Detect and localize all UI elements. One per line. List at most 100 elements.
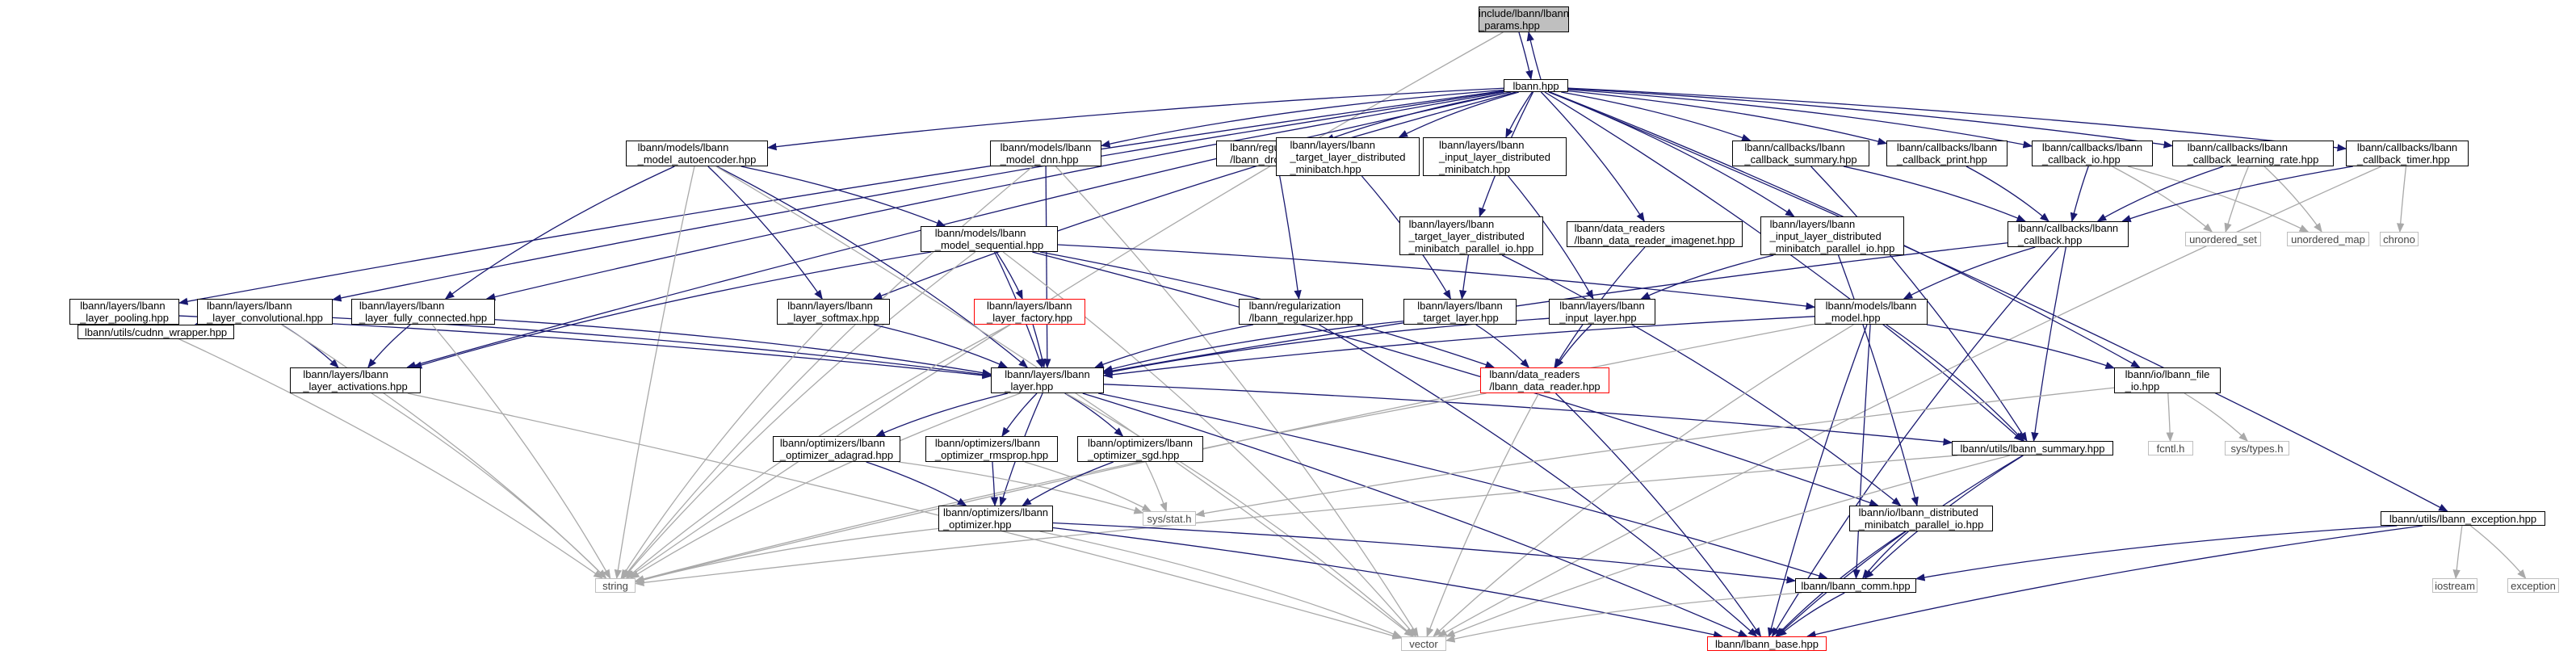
- node-activations[interactable]: lbann/layers/lbann _layer_activations.hp…: [290, 367, 421, 393]
- node-cb-timer[interactable]: lbann/callbacks/lbann _callback_timer.hp…: [2346, 141, 2469, 166]
- edge-lbann-to-cb-print: [1567, 90, 1888, 145]
- edge-optimizer-to-vector: [1039, 531, 1403, 638]
- edge-activations-to-string: [371, 392, 607, 579]
- node-input-layer[interactable]: lbann/layers/lbann _input_layer.hpp: [1549, 299, 1655, 325]
- edge-input-layer-to-data-reader: [1554, 324, 1592, 368]
- edge-model-to-utils-summary: [1886, 324, 2025, 442]
- edge-exception-to-iostream: [2452, 525, 2463, 580]
- node-file-io[interactable]: lbann/io/lbann_file _io.hpp: [2114, 367, 2221, 393]
- node-label: lbann/callbacks/lbann _callback_summary.…: [1744, 141, 1857, 166]
- node-sequential[interactable]: lbann/models/lbann _model_sequential.hpp: [921, 226, 1058, 252]
- node-comm[interactable]: lbann/lbann_comm.hpp: [1795, 578, 1916, 593]
- node-target-dist-mb-pio[interactable]: lbann/layers/lbann _target_layer_distrib…: [1399, 216, 1543, 255]
- node-regularizer[interactable]: lbann/regularization /lbann_regularizer.…: [1239, 299, 1363, 325]
- edge-cb-io-to-unordered-map: [2127, 166, 2310, 233]
- node-label: lbann/layers/lbann _input_layer.hpp: [1559, 300, 1645, 324]
- edge-input-dist-mb-pio-to-dist-mb-pio: [1837, 254, 1919, 507]
- edge-lbann-to-utils-summary: [1544, 91, 2024, 442]
- node-dist-mb-pio[interactable]: lbann/io/lbann_distributed _minibatch_pa…: [1849, 506, 1993, 531]
- node-label: lbann/layers/lbann _layer_softmax.hpp: [787, 300, 879, 324]
- edge-sgd-to-optimizer: [1022, 461, 1114, 506]
- edge-lbann-to-cb-summary: [1561, 91, 1752, 141]
- node-adagrad[interactable]: lbann/optimizers/lbann _optimizer_adagra…: [773, 436, 900, 462]
- edge-sgd-to-sys-stat: [1145, 461, 1168, 513]
- edge-callback-to-layer: [1102, 242, 2008, 375]
- node-convolutional[interactable]: lbann/layers/lbann _layer_convolutional.…: [197, 299, 333, 325]
- node-layer-factory[interactable]: lbann/layers/lbann _layer_factory.hpp: [974, 299, 1085, 325]
- edge-target-dist-mb-pio-to-target-layer: [1459, 254, 1470, 300]
- node-cb-summary[interactable]: lbann/callbacks/lbann _callback_summary.…: [1732, 141, 1869, 166]
- node-callback[interactable]: lbann/callbacks/lbann _callback.hpp: [2008, 221, 2129, 247]
- edge-optimizer-to-comm: [1052, 522, 1797, 584]
- node-string: string: [595, 578, 636, 593]
- edge-softmax-to-layer: [873, 324, 1009, 368]
- edge-layer-factory-to-layer: [1032, 324, 1047, 369]
- node-softmax[interactable]: lbann/layers/lbann _layer_softmax.hpp: [777, 299, 890, 325]
- edge-autoencoder-to-sequential: [740, 166, 946, 227]
- edge-exception-to-base: [1806, 525, 2423, 639]
- node-cudnn[interactable]: lbann/utils/cudnn_wrapper.hpp: [78, 325, 234, 339]
- edge-layer-to-rmsprop: [1001, 392, 1038, 437]
- node-label: lbann/layers/lbann _target_layer_distrib…: [1408, 217, 1534, 254]
- node-sgd[interactable]: lbann/optimizers/lbann _optimizer_sgd.hp…: [1077, 436, 1203, 462]
- node-params[interactable]: include/lbann/lbann _params.hpp: [1479, 6, 1569, 32]
- node-layer[interactable]: lbann/layers/lbann _layer.hpp: [991, 367, 1104, 393]
- node-label: lbann/layers/lbann _layer_convolutional.…: [207, 300, 323, 324]
- node-unordered-map: unordered_map: [2287, 232, 2369, 246]
- edge-fully-connected-to-activations: [367, 324, 411, 368]
- node-fcntl: fcntl.h: [2148, 441, 2193, 455]
- node-lbann[interactable]: lbann.hpp: [1504, 79, 1568, 92]
- edge-lbann-to-dropout: [1324, 91, 1512, 141]
- node-label: lbann/lbann_comm.hpp: [1801, 579, 1911, 592]
- edge-sequential-to-layer-factory: [996, 251, 1023, 300]
- node-label: lbann/layers/lbann _target_layer.hpp: [1417, 300, 1503, 324]
- node-target-dist-mb[interactable]: lbann/layers/lbann _target_layer_distrib…: [1276, 137, 1420, 176]
- node-input-dist-mb[interactable]: lbann/layers/lbann _input_layer_distribu…: [1423, 137, 1567, 176]
- node-dnn[interactable]: lbann/models/lbann _model_dnn.hpp: [990, 141, 1101, 166]
- edge-model-to-layer: [1102, 316, 1815, 379]
- node-utils-summary[interactable]: lbann/utils/lbann_summary.hpp: [1952, 441, 2113, 455]
- node-model[interactable]: lbann/models/lbann _model.hpp: [1815, 299, 1928, 325]
- edge-lbann-to-dnn: [1100, 89, 1504, 148]
- node-data-reader[interactable]: lbann/data_readers /lbann_data_reader.hp…: [1480, 367, 1609, 393]
- node-label: lbann/optimizers/lbann _optimizer.hpp: [942, 506, 1049, 531]
- edge-data-reader-to-base: [1555, 392, 1762, 637]
- edge-cb-summary-to-callback: [1843, 166, 2027, 222]
- node-optimizer[interactable]: lbann/optimizers/lbann _optimizer.hpp: [938, 506, 1053, 531]
- node-cb-lr[interactable]: lbann/callbacks/lbann _callback_learning…: [2172, 141, 2334, 166]
- edge-sequential-to-string: [622, 251, 976, 579]
- node-autoencoder[interactable]: lbann/models/lbann _model_autoencoder.hp…: [626, 141, 768, 166]
- node-cb-print[interactable]: lbann/callbacks/lbann _callback_print.hp…: [1886, 141, 2008, 166]
- node-label: lbann/models/lbann _model_dnn.hpp: [1000, 141, 1092, 166]
- node-label: lbann/utils/lbann_summary.hpp: [1960, 442, 2105, 455]
- edge-callback-to-model: [1903, 246, 2036, 300]
- node-target-layer[interactable]: lbann/layers/lbann _target_layer.hpp: [1403, 299, 1517, 325]
- edge-optimizer-to-base: [1052, 527, 1723, 639]
- edge-params-to-lbann: [1518, 31, 1533, 81]
- edge-lbann-to-softmax: [872, 91, 1517, 300]
- node-imagenet[interactable]: lbann/data_readers /lbann_data_reader_im…: [1567, 221, 1743, 247]
- edge-lbann-to-pooling: [178, 90, 1504, 305]
- edge-callback-to-utils-summary: [2031, 246, 2066, 443]
- node-rmsprop[interactable]: lbann/optimizers/lbann _optimizer_rmspro…: [925, 436, 1058, 462]
- node-exception[interactable]: lbann/utils/lbann_exception.hpp: [2381, 511, 2545, 526]
- node-label: lbann/regularization /lbann_regularizer.…: [1248, 300, 1353, 324]
- node-label: lbann/layers/lbann _layer_pooling.hpp: [80, 300, 169, 324]
- edge-autoencoder-to-vector: [715, 166, 1414, 637]
- node-input-dist-mb-pio[interactable]: lbann/layers/lbann _input_layer_distribu…: [1760, 216, 1904, 255]
- edge-cb-timer-to-chrono: [2397, 166, 2407, 233]
- edge-lbann-to-cb-lr: [1567, 88, 2174, 149]
- edge-dnn-to-string: [622, 166, 1034, 579]
- edge-target-layer-to-layer: [1102, 320, 1404, 373]
- edge-input-dist-mb-to-input-layer: [1508, 175, 1594, 300]
- node-pooling[interactable]: lbann/layers/lbann _layer_pooling.hpp: [69, 299, 179, 325]
- edge-pooling-to-string: [147, 324, 603, 579]
- edge-utils-summary-to-base: [1776, 455, 2024, 637]
- edge-adagrad-to-optimizer: [866, 461, 967, 506]
- edge-cb-io-to-callback: [2070, 166, 2089, 223]
- node-base[interactable]: lbann/lbann_base.hpp: [1707, 636, 1827, 651]
- node-fully-connected[interactable]: lbann/layers/lbann _layer_fully_connecte…: [351, 299, 495, 325]
- edge-model-to-file-io: [1926, 324, 2116, 369]
- node-cb-io[interactable]: lbann/callbacks/lbann _callback_io.hpp: [2032, 141, 2153, 166]
- edge-adagrad-to-sys-stat: [898, 461, 1144, 514]
